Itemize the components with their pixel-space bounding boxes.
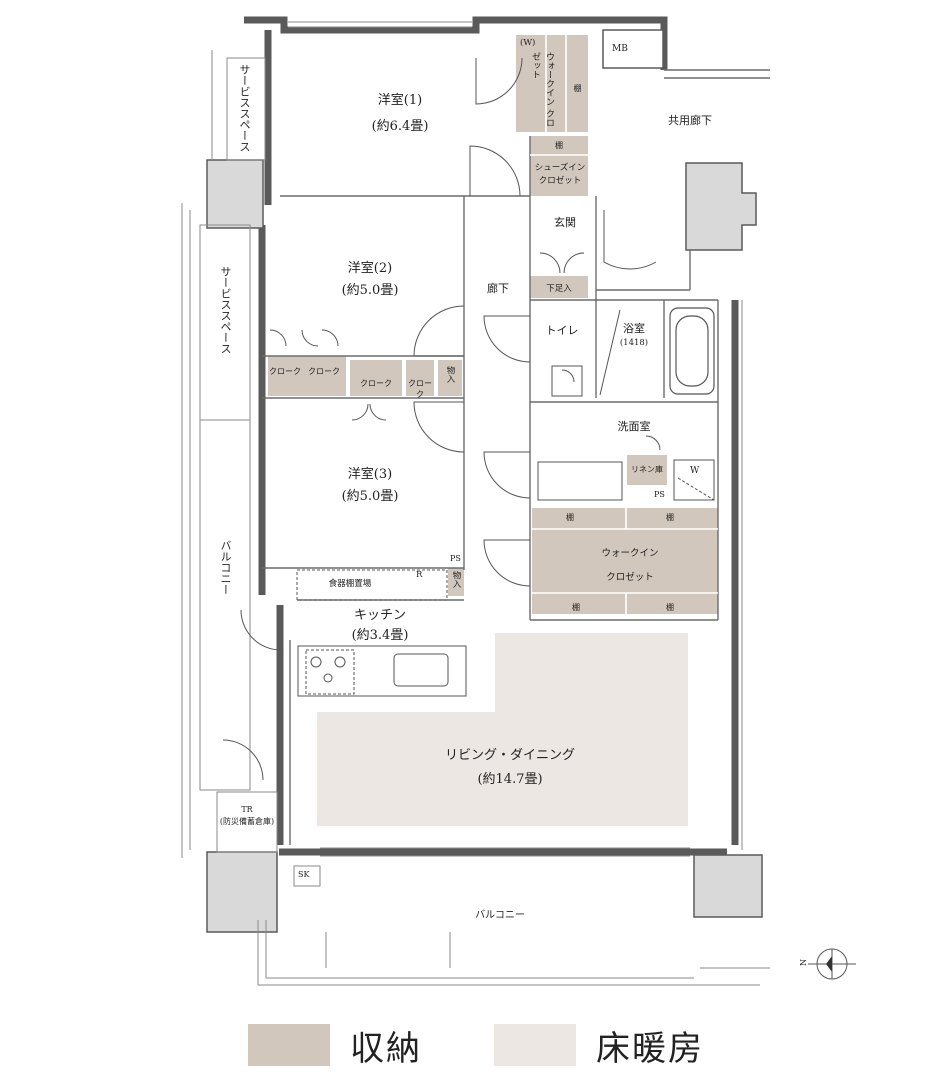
room-kitchen-name: キッチン [353,608,406,623]
wic-top-shelf: 棚 [573,84,582,92]
room-bath-size: (1418) [619,338,649,348]
room-entrance: 玄関 [554,216,576,229]
linen-label: リネン庫 [631,465,663,474]
cloak-4: クロー ク [408,379,432,399]
cloak-2: クローク [308,367,340,376]
sk-label: SK [298,870,310,879]
room-living: リビング・ダイニング (約14.7畳) [410,744,610,792]
storage-areas [268,35,718,614]
dish-shelf-label: 食器棚置場 [328,579,372,589]
service-space-top: サービススペース [238,64,251,152]
legend-floor-heating-label: 床暖房 [596,1028,704,1069]
tr-label-note: (防災備蓄倉庫) [219,817,275,826]
room-kitchen-area: (約3.4畳) [351,628,409,643]
compass-n-label: N [799,959,808,966]
compass [808,948,856,980]
room-western3: 洋室(3) (約5.0畳) [300,464,440,508]
floor-plan [181,16,770,986]
room-western2: 洋室(2) (約5.0畳) [300,258,440,302]
room-western2-name: 洋室(2) [347,261,393,276]
shoe-closet-shelf: 棚 [555,141,563,150]
room-washroom: 洗面室 [617,420,651,433]
wic-main-shelf-1: 棚 [566,513,574,522]
kitchen-fixtures [296,365,715,697]
ps-label-1: PS [450,554,461,563]
legend-storage: 収納 [248,1022,422,1069]
wic-main-shelf-4: 棚 [666,603,674,612]
tr-label-main: TR [241,805,253,814]
common-corridor: 共用廊下 [668,114,712,127]
room-western1-name: 洋室(1) [377,93,423,108]
room-toilet: トイレ [545,324,579,337]
legend-floor-heating: 床暖房 [494,1022,704,1069]
balcony-bottom: バルコニー [475,910,525,921]
balcony-side: バルコニー [219,540,232,595]
floor-heating-area [317,633,688,826]
room-western2-area: (約5.0畳) [341,283,399,298]
storage-lines [530,35,718,614]
legend-floor-heating-swatch [494,1024,576,1066]
room-kitchen: キッチン (約3.4畳) [320,606,440,646]
bathtub [669,307,715,395]
room-corridor: 廊下 [487,282,509,295]
wic-main-label-1: ウォークイン [601,548,659,559]
shoe-cabinet-label: 下足入 [546,284,572,294]
r-label: R [416,570,423,580]
room-bath: 浴室 (1418) [606,322,662,350]
room-living-area: (約14.7畳) [477,772,543,787]
room-living-name: リビング・ダイニング [444,748,575,763]
service-space-side: サービススペース [219,266,232,354]
doors [222,57,661,781]
wic-main-shelf-2: 棚 [666,513,674,522]
cloak-1: クローク [269,367,301,376]
wic-main-label-2: クロゼット [606,572,654,583]
mb-label: MB [612,44,628,54]
room-western1-area: (約6.4畳) [371,119,429,134]
monoire-1: 物入 [445,366,455,383]
wic-main-label: ウォークイン クロゼット [582,542,678,590]
monoire-2: 物入 [451,571,461,588]
cloak-3: クローク [360,379,392,388]
columns [206,29,763,933]
walls [244,16,739,856]
exterior-lines [181,50,770,986]
wic-main-shelf-3: 棚 [572,603,580,612]
room-western3-area: (約5.0畳) [341,489,399,504]
room-western3-name: 洋室(3) [347,467,393,482]
room-bath-name: 浴室 [623,322,645,335]
w-label: W [690,466,700,476]
windows [288,21,690,857]
wic-top-w: (W) [520,38,536,48]
ps-label-2: PS [654,490,665,499]
legend-storage-label: 収納 [350,1028,422,1069]
tr-label: TR (防災備蓄倉庫) [214,804,280,828]
wic-top-label: ウォークイン クロゼット [530,52,554,127]
room-western1: 洋室(1) (約6.4畳) [330,88,470,140]
shoe-closet-label: シューズイン クロゼット [534,163,586,186]
legend-storage-swatch [248,1024,330,1066]
